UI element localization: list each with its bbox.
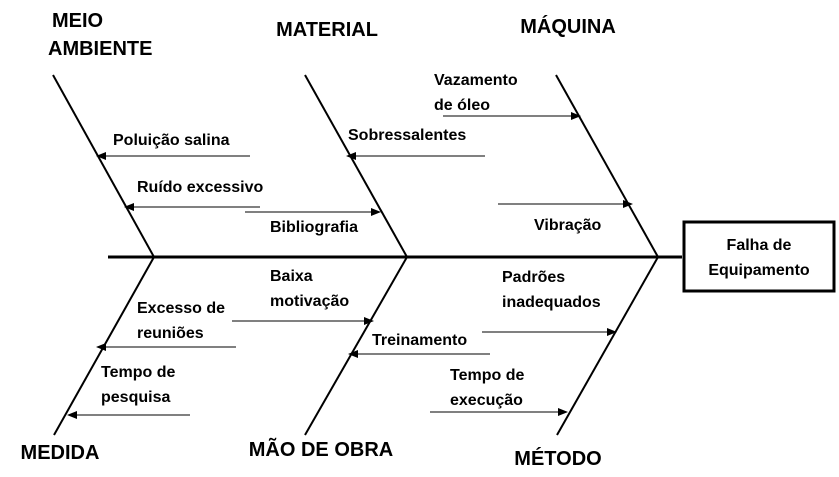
cause-tempo-execucao-line2: execução bbox=[450, 392, 523, 409]
bone-mao-de-obra bbox=[304, 256, 408, 436]
category-meio-ambiente-line1: MEIO bbox=[52, 10, 103, 32]
cause-baixa-motivacao-line1: Baixa bbox=[270, 268, 313, 285]
category-meio-ambiente-line2: AMBIENTE bbox=[48, 38, 152, 60]
category-mao-de-obra: MÃO DE OBRA bbox=[249, 438, 393, 461]
cause-vazamento-oleo-line1: Vazamento bbox=[434, 72, 518, 89]
cause-poluicao-salina: Poluição salina bbox=[113, 132, 230, 149]
cause-sobressalentes: Sobressalentes bbox=[348, 127, 466, 144]
cause-excesso-reunioes-line2: reuniões bbox=[137, 325, 204, 342]
cause-excesso-reunioes-line1: Excesso de bbox=[137, 300, 225, 317]
cause-padroes-inadequados-line1: Padrões bbox=[502, 269, 565, 286]
cause-treinamento: Treinamento bbox=[372, 332, 467, 349]
cause-ruido-excessivo: Ruído excessivo bbox=[137, 179, 264, 196]
cause-tempo-execucao-line1: Tempo de bbox=[450, 367, 524, 384]
cause-vibracao: Vibração bbox=[534, 217, 602, 234]
category-medida: MEDIDA bbox=[21, 442, 100, 464]
effect-box bbox=[682, 220, 836, 293]
category-material: MATERIAL bbox=[276, 19, 378, 41]
effect-label-line1: Falha de bbox=[727, 237, 792, 254]
cause-baixa-motivacao-line2: motivação bbox=[270, 293, 349, 310]
bone-metodo bbox=[556, 256, 659, 436]
bone-medida bbox=[53, 256, 155, 436]
cause-tempo-pesquisa-line2: pesquisa bbox=[101, 389, 170, 406]
bone-maquina bbox=[555, 74, 659, 258]
cause-bibliografia: Bibliografia bbox=[270, 219, 358, 236]
cause-tempo-pesquisa-line1: Tempo de bbox=[101, 364, 175, 381]
cause-padroes-inadequados-line2: inadequados bbox=[502, 294, 601, 311]
category-maquina: MÁQUINA bbox=[520, 15, 616, 38]
bone-meio-ambiente bbox=[52, 74, 155, 258]
cause-vazamento-oleo-line2: de óleo bbox=[434, 97, 490, 114]
effect-label-line2: Equipamento bbox=[708, 262, 810, 279]
bone-material bbox=[304, 74, 408, 258]
category-metodo: MÉTODO bbox=[514, 447, 601, 470]
